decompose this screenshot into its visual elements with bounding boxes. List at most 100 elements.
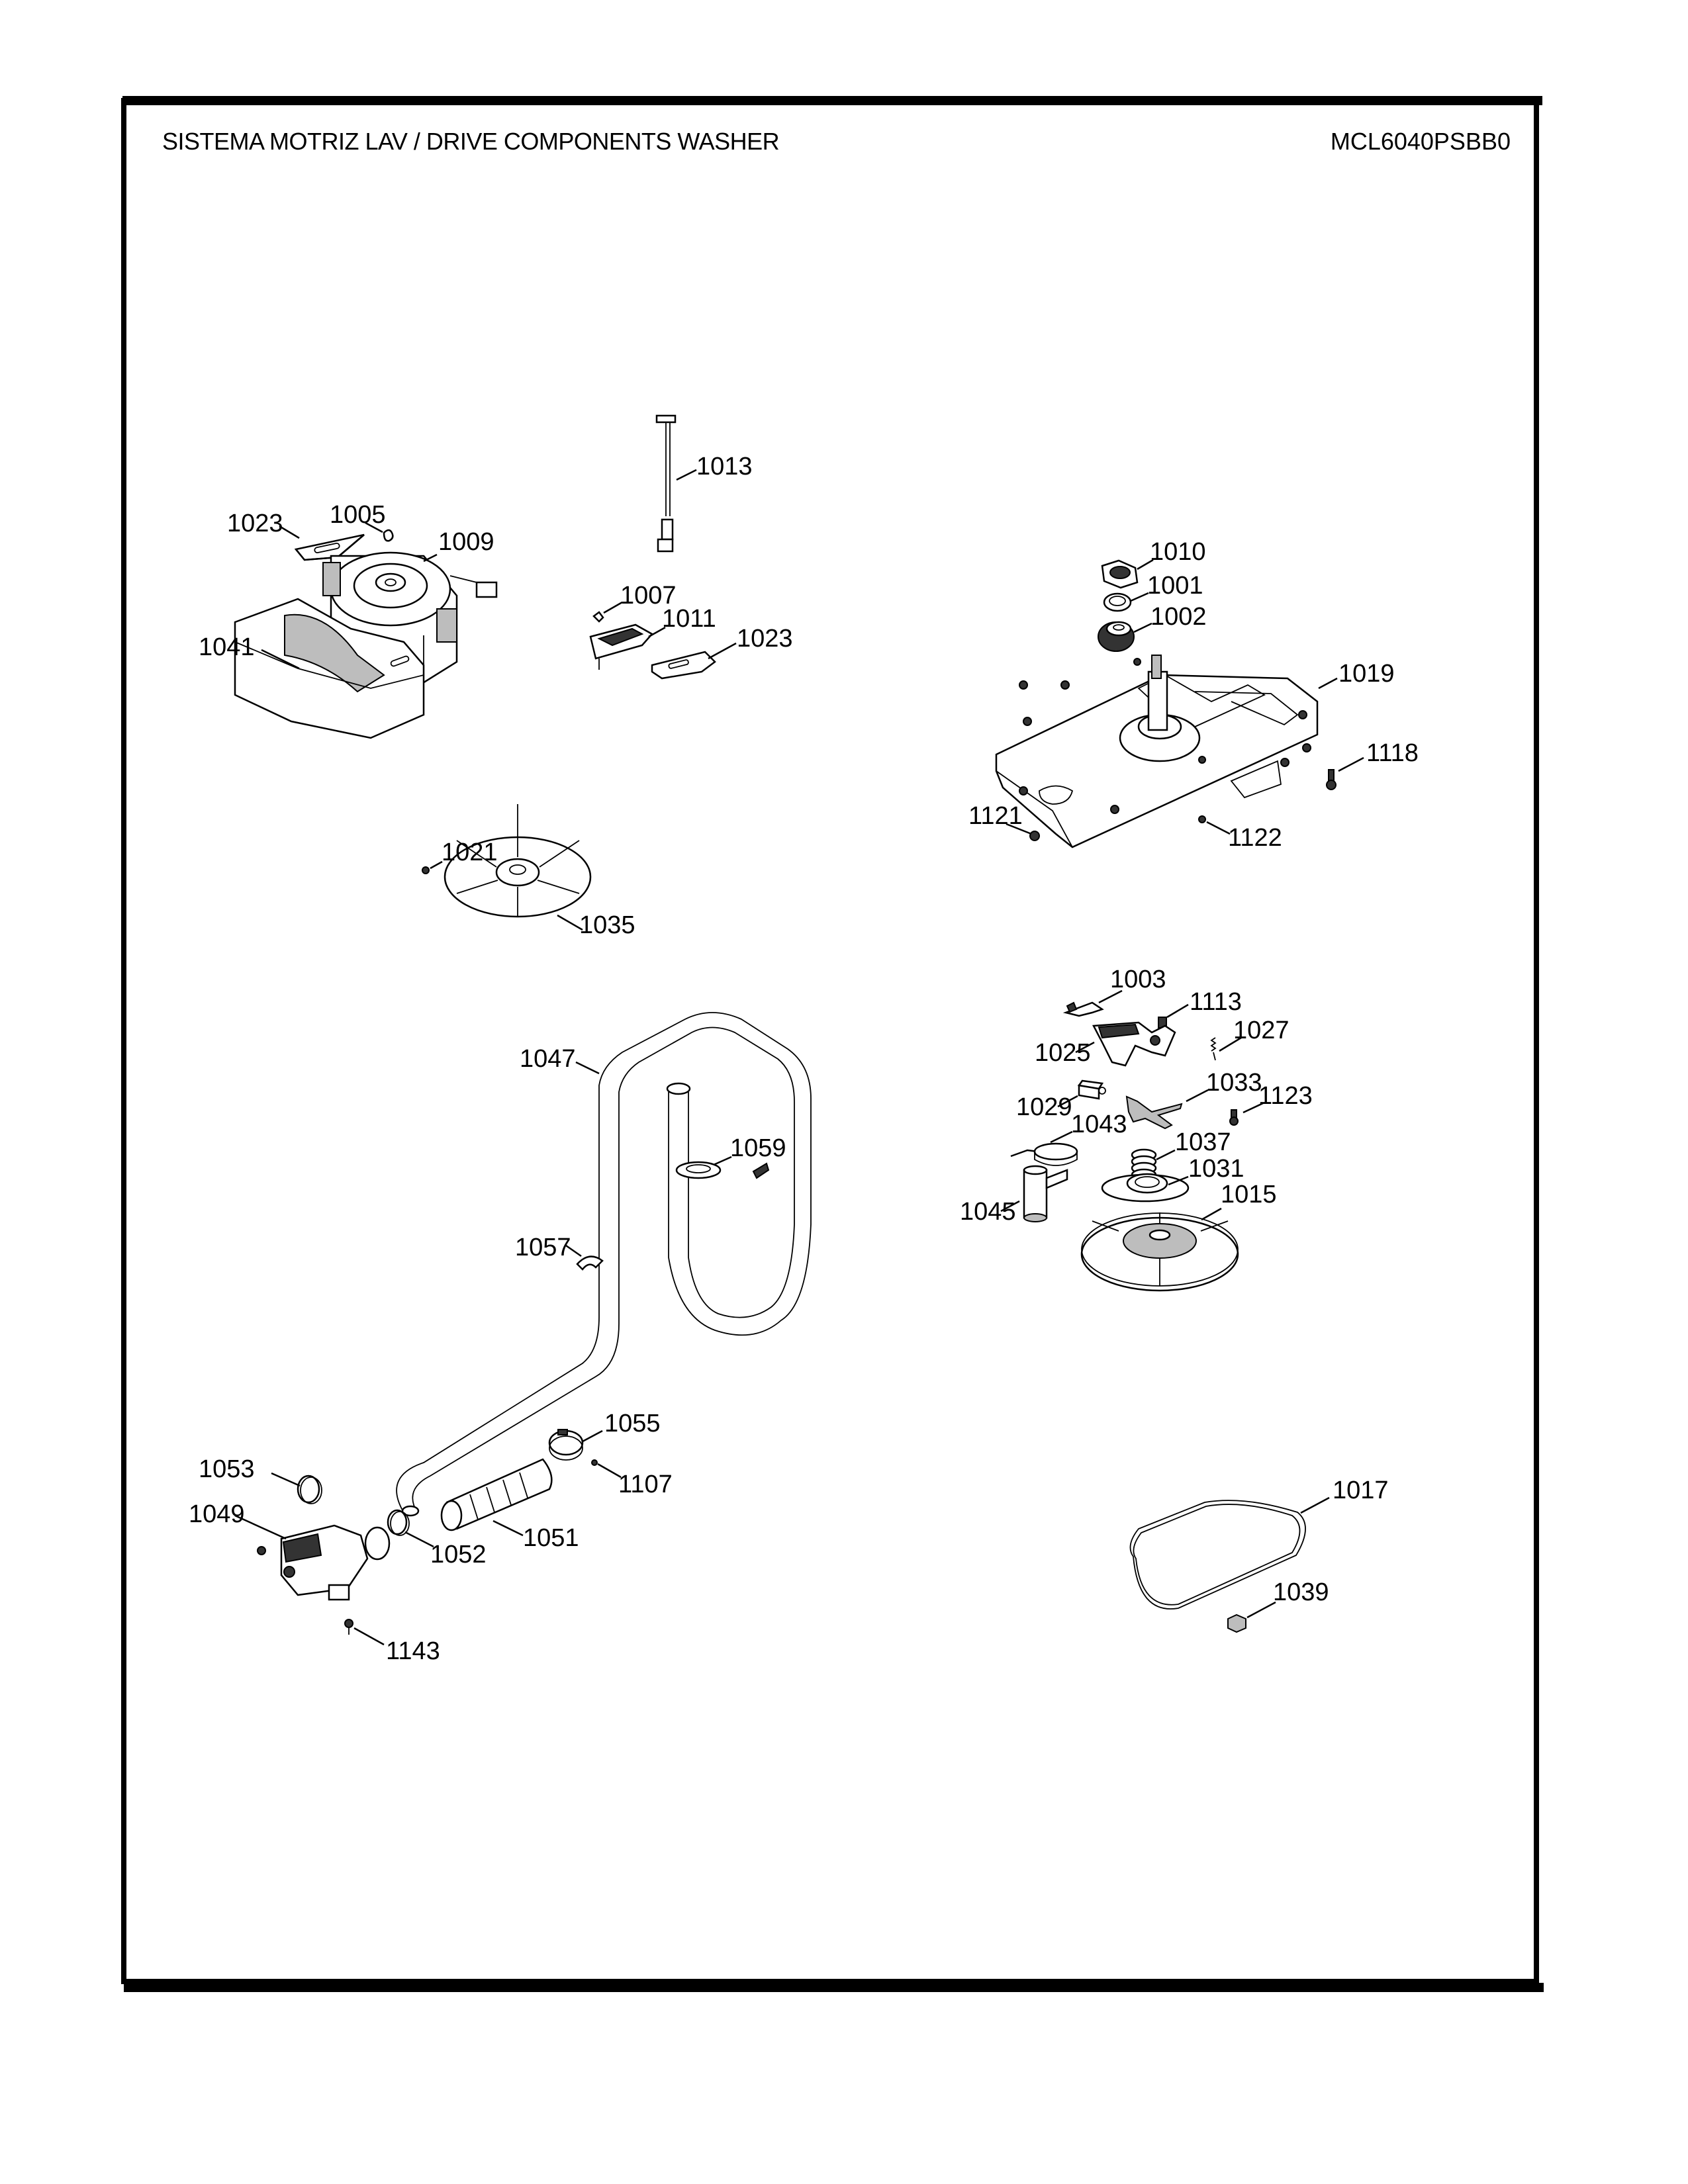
label-1045[interactable]: 1045: [960, 1198, 1016, 1226]
leader-1121: [1006, 823, 1032, 835]
model-number: MCL6040PSBB0: [1330, 128, 1511, 155]
part-1035-fan[interactable]: [444, 804, 592, 918]
part-1001-washer[interactable]: [1103, 592, 1132, 612]
label-1011[interactable]: 1011: [662, 605, 716, 633]
label-1123[interactable]: 1123: [1258, 1082, 1313, 1110]
leader-1010: [1137, 559, 1154, 570]
label-1122[interactable]: 1122: [1228, 824, 1282, 852]
leader-1011: [648, 626, 666, 638]
leader-1019: [1318, 677, 1338, 690]
label-1015[interactable]: 1015: [1221, 1181, 1277, 1208]
label-1043[interactable]: 1043: [1071, 1111, 1127, 1138]
part-1011-bracket[interactable]: [589, 623, 653, 670]
leader-1045: [1000, 1200, 1020, 1212]
label-1051[interactable]: 1051: [523, 1524, 579, 1552]
label-1059[interactable]: 1059: [730, 1134, 786, 1162]
part-1007-screw[interactable]: [592, 611, 604, 623]
part-1021-washer[interactable]: [422, 866, 430, 874]
leader-1027: [1219, 1036, 1242, 1052]
label-1001[interactable]: 1001: [1147, 572, 1203, 600]
part-1005-clip[interactable]: [383, 529, 394, 542]
leader-1047: [575, 1061, 600, 1075]
label-1039[interactable]: 1039: [1273, 1578, 1329, 1606]
label-1003[interactable]: 1003: [1110, 966, 1166, 993]
leader-1041: [261, 649, 300, 670]
part-1027-spring[interactable]: [1210, 1037, 1217, 1061]
label-1031[interactable]: 1031: [1188, 1155, 1244, 1183]
part-1013-harness[interactable]: [655, 414, 677, 553]
leader-1057: [565, 1244, 582, 1257]
part-1002-seal[interactable]: [1098, 621, 1135, 652]
part-1053-clamp[interactable]: [297, 1475, 322, 1504]
part-1031-coupling[interactable]: [1101, 1173, 1190, 1203]
leader-1009: [423, 553, 438, 563]
label-1007[interactable]: 1007: [620, 582, 677, 610]
leader-1051: [492, 1520, 524, 1537]
part-1122-screw[interactable]: [1198, 815, 1206, 823]
part-1003-lever[interactable]: [1062, 1001, 1104, 1017]
leader-1013: [676, 469, 697, 481]
part-1033-fork[interactable]: [1125, 1095, 1183, 1130]
part-1047-drain-hose[interactable]: [396, 1012, 812, 1517]
label-1019[interactable]: 1019: [1338, 660, 1395, 688]
part-1055-clamp[interactable]: [548, 1429, 584, 1461]
leader-1037: [1156, 1149, 1176, 1161]
label-1010[interactable]: 1010: [1150, 538, 1206, 566]
label-1052[interactable]: 1052: [430, 1541, 487, 1569]
leader-1005: [365, 522, 383, 533]
label-1005[interactable]: 1005: [330, 501, 386, 529]
label-1113[interactable]: 1113: [1190, 988, 1242, 1016]
part-1043-strap[interactable]: [1010, 1142, 1078, 1166]
label-1143[interactable]: 1143: [386, 1637, 440, 1665]
label-1055[interactable]: 1055: [604, 1410, 661, 1437]
part-1010-nut[interactable]: [1101, 559, 1139, 589]
label-1023-upper[interactable]: 1023: [227, 510, 283, 537]
label-1009[interactable]: 1009: [438, 528, 494, 556]
part-1039-nut[interactable]: [1227, 1614, 1246, 1633]
label-1035[interactable]: 1035: [579, 911, 635, 939]
part-1121-screw[interactable]: [1029, 831, 1040, 841]
part-1023-bracket-upper[interactable]: [294, 533, 365, 561]
label-1017[interactable]: 1017: [1333, 1477, 1389, 1504]
label-1041[interactable]: 1041: [199, 633, 255, 661]
label-1021[interactable]: 1021: [442, 839, 498, 866]
part-1029-actuator[interactable]: [1077, 1079, 1106, 1100]
leader-1023-upper: [279, 525, 300, 539]
leader-1118: [1338, 756, 1364, 772]
label-1037[interactable]: 1037: [1175, 1128, 1231, 1156]
label-1002[interactable]: 1002: [1150, 603, 1207, 631]
leader-1055: [582, 1430, 603, 1443]
part-1118-screw[interactable]: [1326, 769, 1336, 790]
label-1049[interactable]: 1049: [189, 1500, 245, 1528]
label-1029[interactable]: 1029: [1016, 1093, 1072, 1121]
leader-1015: [1201, 1207, 1222, 1221]
part-1019-plate[interactable]: [995, 655, 1319, 848]
label-1053[interactable]: 1053: [199, 1455, 255, 1483]
part-1052-clamp[interactable]: [387, 1509, 410, 1536]
leader-1113: [1166, 1003, 1189, 1019]
plate-screws: [1019, 658, 1311, 814]
label-1107[interactable]: 1107: [618, 1471, 673, 1498]
part-1051-bellows[interactable]: [440, 1458, 553, 1531]
label-1057[interactable]: 1057: [515, 1234, 571, 1261]
label-1023-lower[interactable]: 1023: [737, 625, 793, 653]
part-1015-pulley[interactable]: [1080, 1212, 1239, 1292]
part-1023-bracket-lower[interactable]: [651, 651, 716, 680]
part-1059-retainer[interactable]: [675, 1161, 770, 1179]
label-1033[interactable]: 1033: [1206, 1069, 1262, 1097]
label-1025[interactable]: 1025: [1035, 1039, 1091, 1067]
part-1143-screw[interactable]: [344, 1619, 353, 1635]
label-1027[interactable]: 1027: [1233, 1017, 1289, 1044]
label-1013[interactable]: 1013: [696, 453, 753, 480]
label-1047[interactable]: 1047: [520, 1045, 576, 1073]
part-1123-screw[interactable]: [1229, 1109, 1239, 1126]
part-1025-clutch[interactable]: [1092, 1021, 1176, 1067]
part-1045-capacitor[interactable]: [1023, 1165, 1068, 1222]
part-1041-cover[interactable]: [234, 598, 425, 739]
label-1121[interactable]: 1121: [968, 802, 1023, 830]
part-1057-clip[interactable]: [576, 1255, 604, 1271]
part-1107-screw[interactable]: [591, 1459, 598, 1466]
part-1049-pump[interactable]: [280, 1524, 391, 1601]
part-1017-belt[interactable]: [1129, 1500, 1306, 1610]
label-1118[interactable]: 1118: [1366, 739, 1419, 767]
